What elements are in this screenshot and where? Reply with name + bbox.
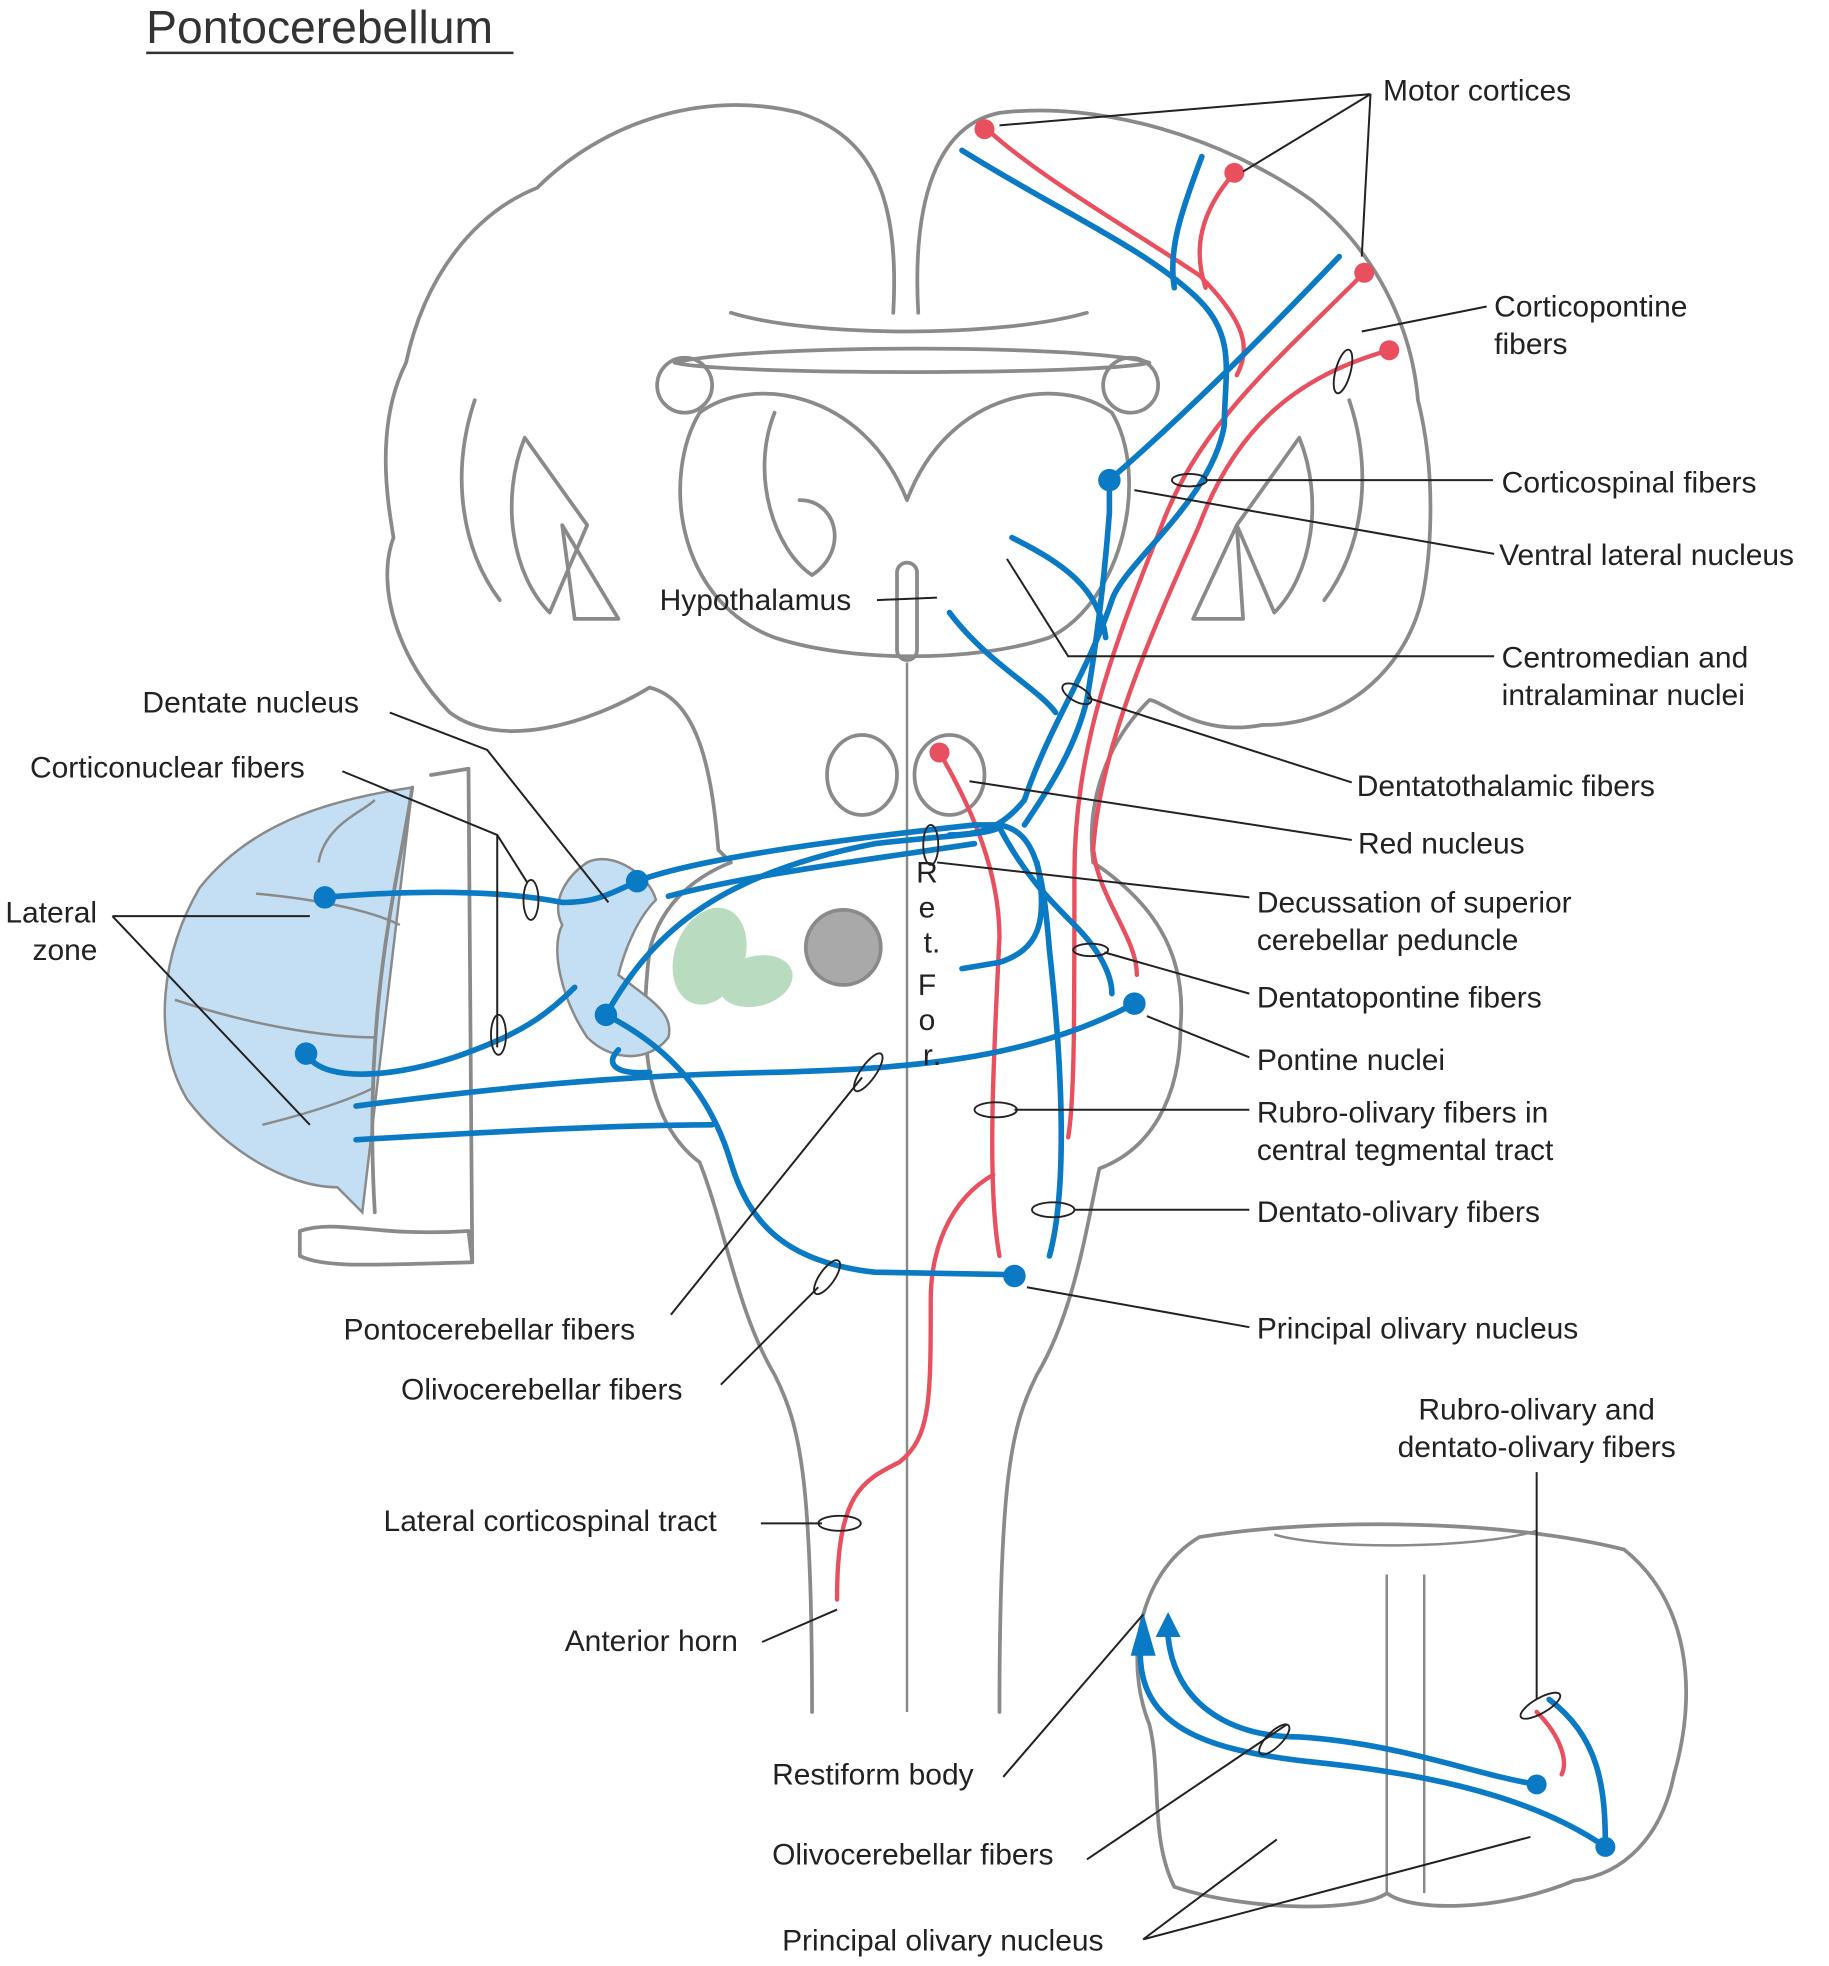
- label-rubro-olivary: Rubro-olivary fibers in: [1257, 1096, 1548, 1129]
- blue-fibers: [294, 147, 1343, 1288]
- label-hypothalamus: Hypothalamus: [660, 584, 852, 617]
- red-fibers: [834, 119, 1400, 1602]
- label-motor-cortices: Motor cortices: [1383, 74, 1571, 107]
- ret-for-letter: R: [916, 856, 938, 889]
- label-corticonuclear: Corticonuclear fibers: [30, 751, 305, 784]
- label-red-nucleus: Red nucleus: [1358, 828, 1525, 861]
- label-centromedian-2: intralaminar nuclei: [1502, 679, 1745, 712]
- label-anterior-horn: Anterior horn: [565, 1625, 738, 1658]
- label-dentate-nucleus: Dentate nucleus: [142, 687, 359, 720]
- label-lateral-corticospinal: Lateral corticospinal tract: [384, 1505, 718, 1538]
- title: Pontocerebellum: [146, 1, 493, 53]
- label-corticopontine-2: fibers: [1494, 328, 1567, 361]
- label-pontine-nuclei: Pontine nuclei: [1257, 1044, 1445, 1077]
- label-dentatothalamic: Dentatothalamic fibers: [1357, 770, 1655, 803]
- label-ret-for: R e t. F o r.: [916, 856, 941, 1071]
- ret-for-letter: F: [918, 969, 936, 1002]
- label-rubro-olivary-2: central tegmental tract: [1257, 1134, 1554, 1167]
- label-centromedian: Centromedian and: [1502, 642, 1749, 675]
- green-nucleus: [719, 955, 793, 1008]
- cerebellum: [163, 766, 671, 1267]
- medulla-section: [1130, 1522, 1688, 1909]
- label-ventral-lateral: Ventral lateral nucleus: [1499, 539, 1794, 572]
- label-corticospinal: Corticospinal fibers: [1502, 467, 1757, 500]
- leader-lines: [111, 93, 1562, 1941]
- label-corticopontine: Corticopontine: [1494, 290, 1687, 323]
- label-rubro-dentato-2: dentato-olivary fibers: [1398, 1431, 1676, 1464]
- label-dentatopontine: Dentatopontine fibers: [1257, 981, 1542, 1014]
- label-olivocerebellar: Olivocerebellar fibers: [401, 1374, 682, 1407]
- ret-for-letter: r.: [923, 1039, 941, 1072]
- label-pontocerebellar: Pontocerebellar fibers: [344, 1314, 636, 1347]
- ret-for-letter: e: [919, 891, 936, 924]
- label-decussation: Decussation of superior: [1257, 886, 1572, 919]
- label-principal-olivary: Principal olivary nucleus: [1257, 1312, 1578, 1345]
- label-dentato-olivary: Dentato-olivary fibers: [1257, 1196, 1540, 1229]
- ret-for-letter: t.: [924, 926, 941, 959]
- label-lateral-zone: Lateral: [5, 896, 97, 929]
- labels: Motor cortices Corticopontine fibers Cor…: [5, 74, 1794, 1957]
- label-olivocerebellar-2: Olivocerebellar fibers: [772, 1838, 1053, 1871]
- label-lateral-zone-2: zone: [32, 934, 97, 967]
- label-rubro-dentato: Rubro-olivary and: [1418, 1394, 1655, 1427]
- dentate-nucleus-shape: [556, 857, 671, 1058]
- ret-for-letter: o: [919, 1004, 936, 1037]
- gray-nucleus: [803, 908, 883, 987]
- label-decussation-2: cerebellar peduncle: [1257, 924, 1519, 957]
- label-principal-olivary-2: Principal olivary nucleus: [782, 1925, 1103, 1958]
- label-restiform-body: Restiform body: [772, 1758, 974, 1791]
